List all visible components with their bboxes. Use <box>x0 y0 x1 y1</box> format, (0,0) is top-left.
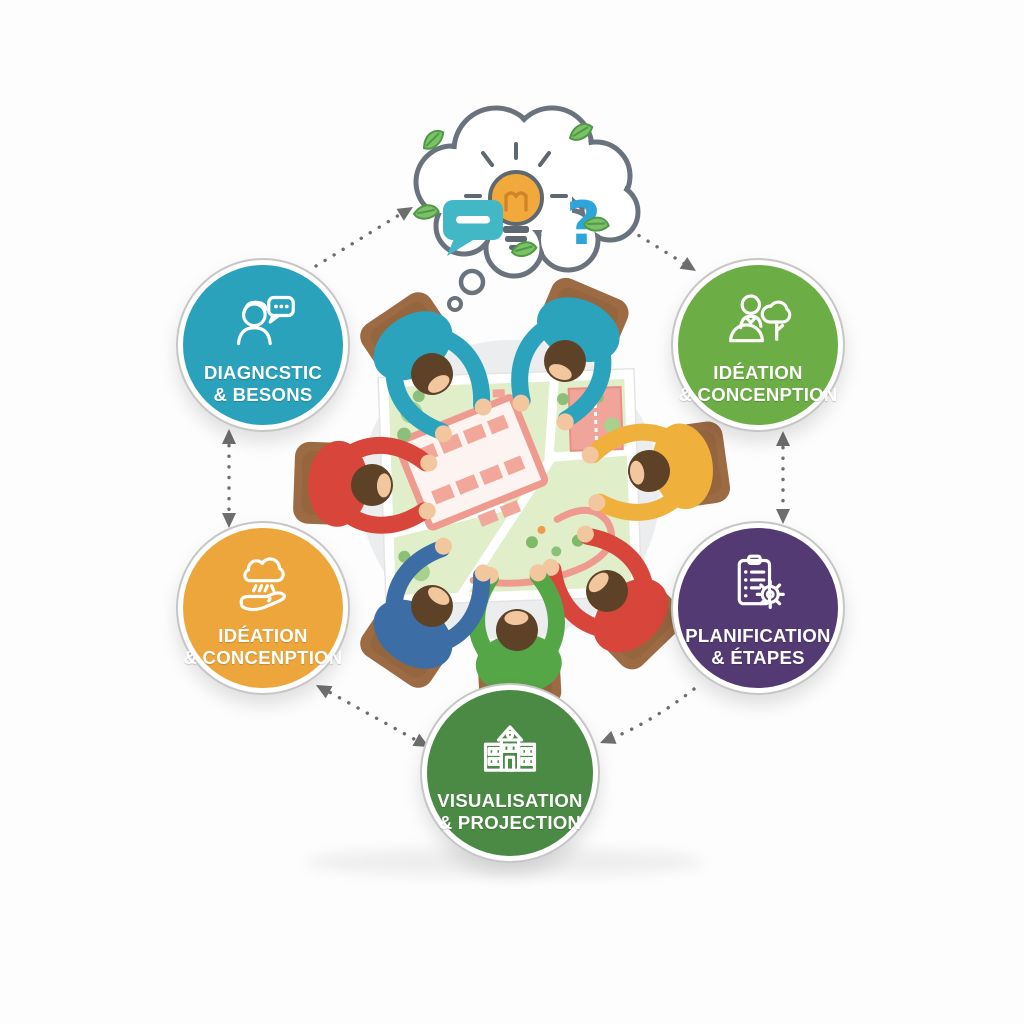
node-label: VISUALISATION & PROJECTION <box>437 790 582 834</box>
speech-bubble-icon <box>443 200 503 256</box>
thought-trail-small <box>447 296 463 312</box>
node-label: DIAGNCSTIC & BESONS <box>204 362 322 406</box>
clipboard-gear-icon <box>737 554 785 610</box>
node-diagnostic-besoins: DIAGNCSTIC & BESONS <box>176 258 350 432</box>
node-label-line2: & CONCENPTION <box>183 647 343 668</box>
node-visualisation-projection: VISUALISATION & PROJECTION <box>420 683 600 863</box>
plan-road-loop <box>469 506 615 587</box>
node-ideation-conception-right: IDÉATION & CONCENPTION <box>671 258 845 432</box>
arrow-planification-to-visualisation <box>606 687 696 742</box>
building-icon <box>483 725 537 772</box>
person-tree-icon <box>729 294 792 343</box>
node-ideation-conception-left: IDÉATION & CONCENPTION <box>176 521 350 695</box>
node-label-line2: & PROJECTION <box>438 812 582 833</box>
node-disc: PLANIFICATION & ÉTAPES <box>678 528 838 688</box>
thought-cloud: ? <box>412 105 641 312</box>
node-label: IDÉATION & CONCENPTION <box>678 362 837 406</box>
node-label: IDÉATION & CONCENPTION <box>183 625 342 669</box>
cloud-hand-icon <box>239 557 286 612</box>
arrow-cloud-to-ideation <box>628 228 690 268</box>
node-disc: IDÉATION & CONCENPTION <box>678 265 838 425</box>
node-disc: DIAGNCSTIC & BESONS <box>183 265 343 425</box>
node-label: PLANIFICATION & ÉTAPES <box>685 625 830 669</box>
node-label-line1: IDÉATION <box>713 362 803 384</box>
node-label-line2: & CONCENPTION <box>678 384 838 405</box>
node-label-line1: VISUALISATION <box>437 790 583 812</box>
node-disc: IDÉATION & CONCENPTION <box>183 528 343 688</box>
node-disc: VISUALISATION & PROJECTION <box>427 690 593 856</box>
node-label-line1: IDÉATION <box>218 625 308 647</box>
meeting-scene <box>293 272 733 710</box>
arrow-visualisation-ideation-left <box>320 686 425 746</box>
arrow-diagnostic-to-cloud <box>314 210 406 268</box>
node-label-line1: DIAGNCSTIC <box>203 362 323 384</box>
node-label-line2: & BESONS <box>213 384 313 405</box>
node-label-line1: PLANIFICATION <box>685 625 831 647</box>
node-planification-etapes: PLANIFICATION & ÉTAPES <box>671 521 845 695</box>
node-label-line2: & ÉTAPES <box>711 647 805 668</box>
thought-trail-large <box>458 268 486 296</box>
person-chat-icon <box>236 296 295 346</box>
connector-arrows <box>227 210 785 746</box>
